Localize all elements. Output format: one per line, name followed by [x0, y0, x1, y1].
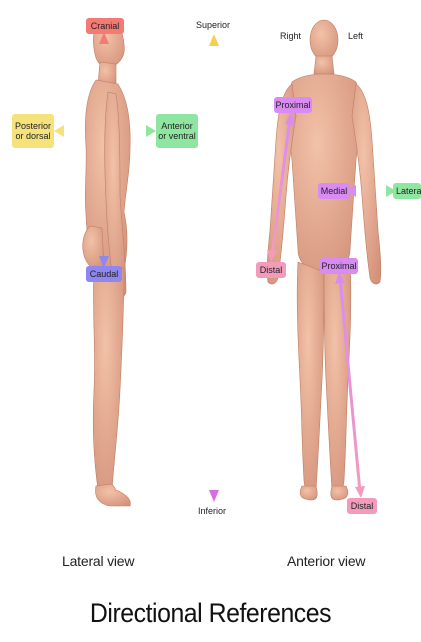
posterior-tag: Posterior or dorsal	[12, 114, 54, 148]
distal-leg-tag: Distal	[347, 498, 377, 514]
anterior-view-caption: Anterior view	[287, 553, 365, 569]
lateral-body	[83, 20, 131, 506]
medial-tag: Medial	[318, 183, 350, 199]
anterior-line-1: Anterior	[161, 121, 193, 131]
lateral-tag: Lateral	[393, 183, 421, 199]
proximal-arm-tag: Proximal	[274, 97, 312, 113]
anterior-tag: Anterior or ventral	[156, 114, 198, 148]
proximal-leg-tag: Proximal	[320, 258, 358, 274]
posterior-line-2: or dorsal	[15, 131, 50, 141]
right-label: Right	[280, 31, 301, 41]
caudal-tag: Caudal	[86, 266, 122, 282]
distal-arm-tag: Distal	[256, 262, 286, 278]
superior-label: Superior	[196, 20, 230, 30]
anatomy-figure	[0, 0, 421, 580]
inferior-label: Inferior	[198, 506, 226, 516]
lateral-view-caption: Lateral view	[62, 553, 134, 569]
cranial-tag: Cranial	[86, 18, 124, 34]
superior-inferior-arrow	[209, 34, 219, 502]
left-label: Left	[348, 31, 363, 41]
anterior-line-2: or ventral	[158, 131, 196, 141]
posterior-line-1: Posterior	[15, 121, 51, 131]
page-title: Directional References	[17, 598, 404, 629]
